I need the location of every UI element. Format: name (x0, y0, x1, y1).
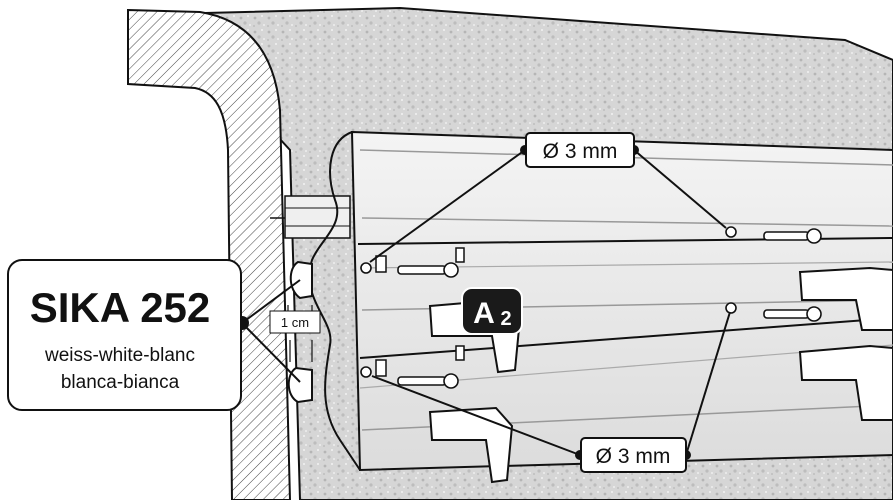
drill-size-top-label: Ø 3 mm (543, 140, 618, 163)
drill-holes (360, 226, 737, 378)
drill-size-bottom-label: Ø 3 mm (596, 445, 671, 468)
drill-size-bottom: Ø 3 mm (580, 437, 687, 473)
product-name: SIKA 252 (30, 284, 211, 331)
sealant-callout: SIKA 252 weiss-white-blanc blanca-bianca (7, 259, 242, 411)
step-badge: A 2 (461, 287, 523, 335)
gap-label: 1 cm (281, 315, 309, 330)
gap-marker: 1 cm (269, 305, 321, 362)
drill-size-top: Ø 3 mm (525, 132, 635, 168)
screw-icon (397, 228, 822, 389)
clip-tabs (375, 247, 465, 377)
color-line-1: weiss-white-blanc (44, 345, 195, 366)
step-badge-number: 2 (500, 308, 511, 330)
color-line-2: blanca-bianca (61, 372, 180, 393)
coping-section (127, 8, 292, 500)
leader-lines (241, 149, 731, 456)
step-badge-letter: A (473, 297, 495, 330)
